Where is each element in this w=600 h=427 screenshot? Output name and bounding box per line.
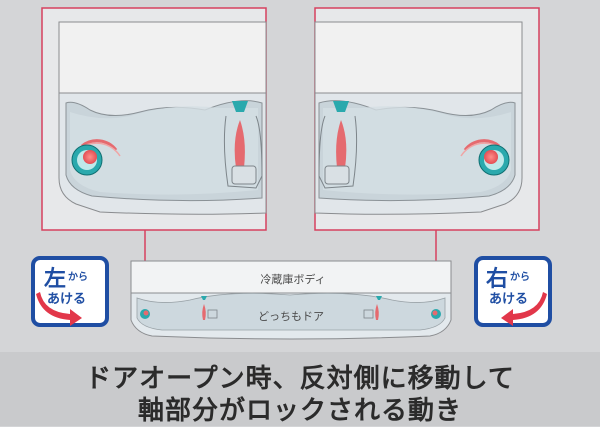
fridge-overview: 冷蔵庫ボディ どっちもドア <box>130 260 452 340</box>
left-badge-small: から <box>68 271 88 283</box>
right-hinge-arc <box>463 139 500 151</box>
right-lock-teal <box>333 101 349 112</box>
left-hinge-red <box>83 150 97 164</box>
body-label: 冷蔵庫ボディ <box>260 272 325 286</box>
right-badge-big: 右 <box>486 267 508 292</box>
door-label: どっちもドア <box>258 310 324 323</box>
right-badge-small: から <box>510 271 530 283</box>
right-badge-line2: あける <box>489 292 528 307</box>
right-detail-panel <box>314 7 540 231</box>
caption-line-2: 軸部分がロックされる動き <box>137 396 462 426</box>
open-from-right-badge: 右 から あける <box>474 256 552 327</box>
right-hinge-red <box>484 150 498 164</box>
right-lock-red <box>336 120 347 168</box>
caption-bar: ドアオープン時、反対側に移動して 軸部分がロックされる動き <box>0 352 600 426</box>
left-detail-panel <box>41 7 267 231</box>
caption-line-1: ドアオープン時、反対側に移動して <box>85 364 515 394</box>
open-from-left-badge: 左 から あける <box>31 256 109 327</box>
left-lock-red <box>234 120 245 168</box>
right-badge-arrow-icon <box>501 292 547 326</box>
left-badge-line2: あける <box>47 292 86 307</box>
left-lock-teal <box>232 101 248 112</box>
left-badge-arrow-icon <box>36 292 82 326</box>
left-hinge-arc <box>81 139 118 151</box>
left-badge-big: 左 <box>44 266 66 292</box>
